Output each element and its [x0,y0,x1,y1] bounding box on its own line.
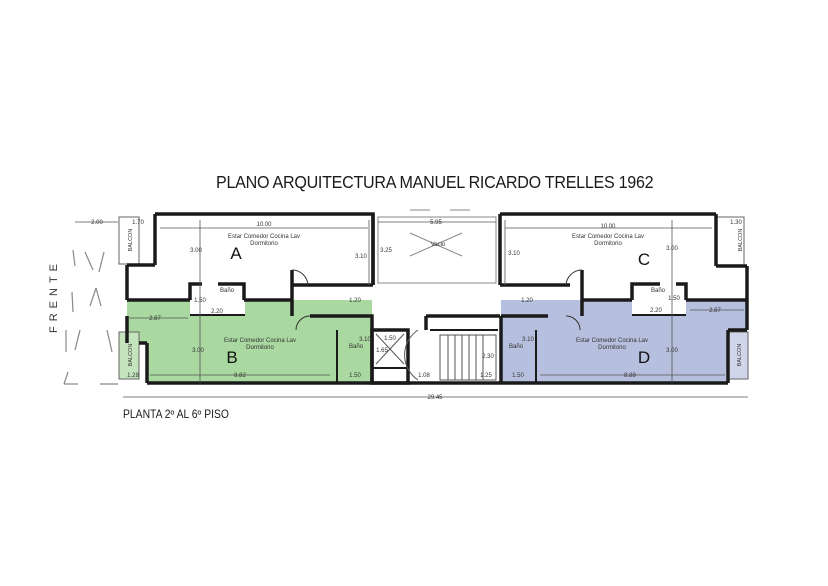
unit-a-letter: A [230,244,242,263]
unit-a-rooms: Estar Comedor Cocina Lav [228,234,300,240]
dim-d-bath-w: 1.50 [512,373,524,379]
dim-c-bath-d: 1.50 [668,296,680,302]
dim-b-depth: 3.00 [192,348,204,354]
unit-b-fill [127,300,372,383]
plan-title: PLANO ARQUITECTURA MANUEL RICARDO TRELLE… [216,172,654,192]
dim-c-bath-w: 2.20 [650,308,662,314]
dim-b-bath-w: 1.50 [349,373,361,379]
dim-d-kitchen: 2.87 [709,308,721,314]
walls [125,212,749,385]
vacio-label: Vacio [431,242,446,248]
dim-a-depth-right: 3.10 [355,254,367,260]
balcony-b [118,331,140,380]
dim-d-depth: 3.00 [666,348,678,354]
unit-b-letter: B [226,348,237,367]
front-hatch [63,249,118,385]
balcony-d-label: BALCON [737,344,743,367]
dim-vacio-width: 5.95 [430,220,442,226]
dim-d-width: 8.88 [624,373,636,379]
dimension-lines [75,220,748,398]
dim-c-width: 10.00 [600,224,616,230]
balcony-c-label: BALCON [738,229,744,252]
dim-a-width: 10.00 [256,222,272,228]
dim-elevator-d: 1.65 [376,348,388,354]
unit-d-fill [501,300,747,383]
doors [291,269,583,331]
unit-c-rooms-2: Dormitorio [594,241,622,247]
dim-a-bath-w: 2.20 [211,309,223,315]
inner-walls [190,314,686,383]
unit-d-rooms-2: Dormitorio [598,345,626,351]
dim-a-depth-left: 3.00 [190,248,202,254]
dim-d-bath-d: 3.10 [522,337,534,343]
dim-stair-left: 1.08 [418,373,430,379]
dim-corridor-right: 1.20 [521,298,533,304]
dim-c-depth-left: 3.10 [508,251,520,257]
unit-b-bath: Baño [349,344,364,350]
stairs [375,329,497,381]
unit-a-rooms-2: Dormitorio [250,241,278,247]
unit-d-rooms: Estar Comedor Cocina Lav [576,338,648,344]
dim-stair-right: 1.25 [480,373,492,379]
dim-corridor-left: 1.20 [349,298,361,304]
balcony-a-label: BALCON [128,229,134,252]
unit-a-bath: Baño [220,288,235,294]
dim-stair-depth: 2.30 [482,354,494,360]
dim-c-balcon: 1.30 [730,220,742,226]
balcony-b-label: BALCON [128,344,134,367]
unit-b-rooms: Estar Comedor Cocina Lav [224,338,296,344]
unit-c-rooms: Estar Comedor Cocina Lav [572,234,644,240]
dim-front-offset: 2.00 [91,220,103,226]
unit-b-rooms-2: Dormitorio [246,345,274,351]
unit-c-letter: C [638,250,650,269]
unit-d-letter: D [638,348,650,367]
frente-label: FRENTE [48,259,60,333]
floor-subtitle: PLANTA 2º AL 6º PISO [123,409,229,421]
dim-b-bath-d: 3.10 [359,337,371,343]
unit-c-bath: Baño [651,288,666,294]
dim-c-depth-right: 3.00 [666,246,678,252]
dim-a-bath-d: 1.50 [194,298,206,304]
dim-b-width: 8.82 [234,373,246,379]
dim-b-kitchen: 2.87 [149,316,161,322]
dim-total-width: 29.45 [427,395,443,401]
dim-a-balcon: 1.70 [132,220,144,226]
vacio-hatch [377,209,497,284]
dim-vacio-depth: 3.25 [380,248,392,254]
dim-elevator-w: 1.50 [384,336,396,342]
dim-b-balcon: 1.28 [127,373,139,379]
unit-d-bath: Baño [509,344,524,350]
